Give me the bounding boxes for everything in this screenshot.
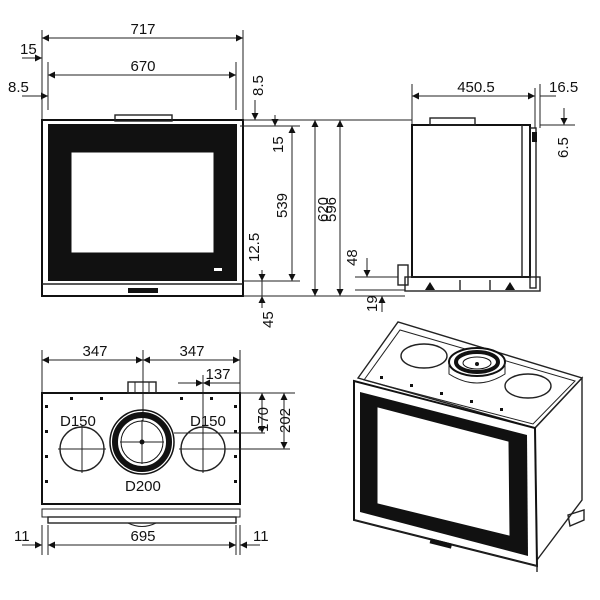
dim-8-5-left: 8.5 [8, 79, 29, 96]
dim-48: 48 [344, 249, 361, 266]
dim-670: 670 [130, 58, 155, 75]
dim-137: 137 [205, 366, 230, 383]
dim-717: 717 [130, 21, 155, 38]
dim-15-top: 15 [270, 136, 287, 153]
dim-11-right: 11 [253, 528, 269, 545]
side-body [411, 124, 531, 278]
iso-port-left [400, 343, 448, 369]
dim-170: 170 [255, 407, 272, 432]
iso-foot [567, 509, 585, 527]
front-top-collar [114, 114, 173, 122]
iso-glass [377, 407, 510, 536]
top-base-plate [47, 516, 237, 524]
side-view: 450.5 16.5 6.5 596 48 19 [323, 79, 578, 312]
dim-12-5: 12.5 [246, 233, 263, 262]
side-door-profile [529, 127, 537, 289]
front-body [41, 119, 244, 297]
dim-450-5: 450.5 [457, 79, 495, 96]
isometric-view [353, 321, 585, 572]
top-view: 347 347 137 D150 [14, 343, 295, 555]
center-port-d200 [109, 409, 175, 475]
dim-6-5: 6.5 [555, 137, 572, 158]
dim-596: 596 [323, 197, 340, 222]
label-center-d200: D200 [125, 478, 161, 495]
dim-695: 695 [130, 528, 155, 545]
dim-539: 539 [274, 193, 291, 218]
dim-347-right: 347 [179, 343, 204, 360]
dim-202: 202 [277, 408, 294, 433]
iso-port-right [504, 373, 552, 399]
front-view: 717 670 15 8.5 8.5 15 539 620 [8, 21, 332, 328]
dim-15-left: 15 [20, 41, 37, 58]
side-foot-bracket [397, 264, 409, 286]
dim-620: 620 [315, 197, 332, 222]
side-base [404, 276, 541, 292]
dim-19: 19 [364, 295, 381, 312]
dim-11-left: 11 [14, 528, 30, 545]
label-left-d150: D150 [60, 413, 96, 430]
top-rear-collar [127, 381, 157, 394]
dim-16-5: 16.5 [549, 79, 578, 96]
dim-45: 45 [260, 311, 277, 328]
side-top-collar [429, 117, 476, 126]
front-handle [128, 288, 158, 293]
dim-347-left: 347 [82, 343, 107, 360]
dim-8-5-top: 8.5 [250, 75, 267, 96]
label-right-d150: D150 [190, 413, 226, 430]
iso-right-face [534, 376, 583, 563]
front-glass [71, 152, 214, 253]
